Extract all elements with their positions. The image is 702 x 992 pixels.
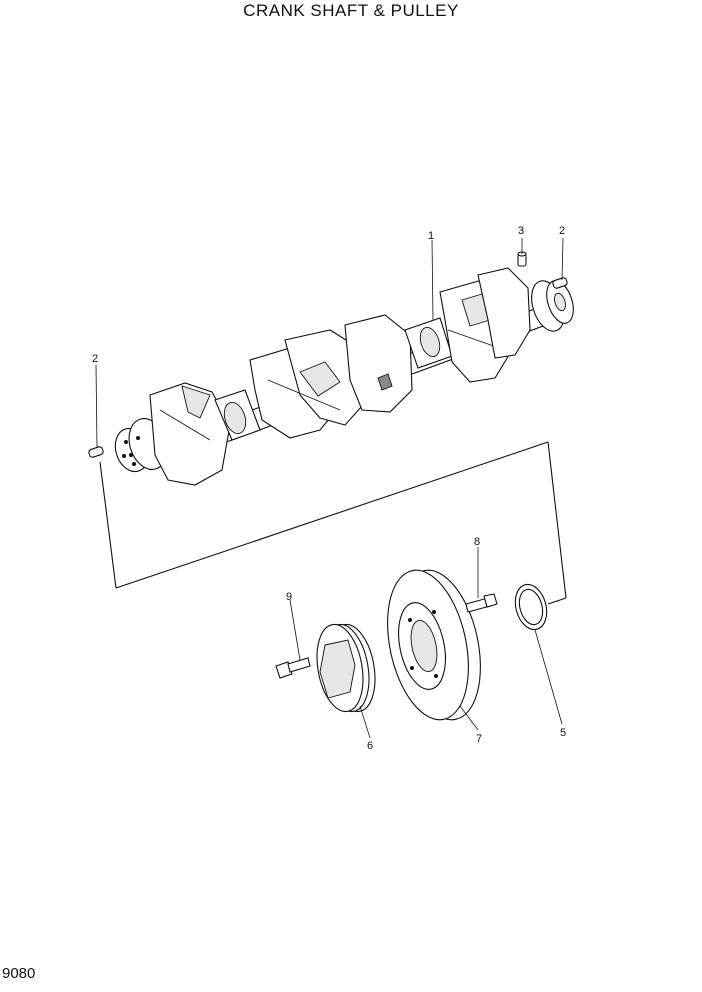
callout-2-left: 2	[92, 353, 98, 365]
callout-8: 8	[474, 536, 480, 548]
small-pulley	[316, 623, 376, 713]
dowel-pin-left	[88, 446, 104, 458]
bolt-left	[275, 657, 311, 679]
callout-3: 3	[518, 225, 524, 237]
page-code: 9080	[2, 965, 36, 982]
callout-5: 5	[560, 727, 566, 739]
large-pulley	[387, 569, 481, 721]
dowel-pin-right	[552, 277, 568, 289]
callout-1: 1	[428, 230, 434, 242]
callout-7: 7	[476, 733, 482, 745]
diagram-title: CRANK SHAFT & PULLEY	[243, 1, 459, 20]
assembly-bracket	[99, 441, 567, 605]
callout-9: 9	[286, 591, 292, 603]
dowel-pin-top	[517, 251, 527, 267]
callout-6: 6	[367, 740, 373, 752]
callout-2-right: 2	[559, 225, 565, 237]
bolt-right	[465, 593, 498, 613]
crankshaft	[114, 267, 574, 486]
seal-ring	[514, 583, 548, 631]
leader-lines	[95, 237, 564, 739]
